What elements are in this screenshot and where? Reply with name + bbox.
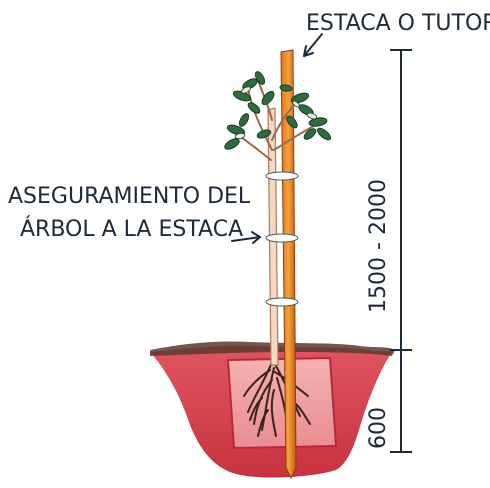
tree-roots [243, 361, 311, 437]
stake [280, 49, 297, 480]
tree-foliage-highlights [234, 86, 318, 140]
planting-pit [226, 356, 338, 450]
tie-label-line1: ASEGURAMIENTO DEL [8, 184, 251, 209]
tree-foliage [224, 71, 332, 150]
tie-label-line2: ÁRBOL A LA ESTACA [20, 216, 243, 242]
stake-label-arrow [303, 33, 323, 57]
tree-ties [265, 171, 299, 307]
dimension-line [390, 49, 412, 453]
stake-label: ESTACA O TUTOR [306, 11, 490, 36]
tie-label-arrow [231, 231, 261, 244]
dimension-below-ground: 600 [366, 407, 391, 449]
dimension-above-ground: 1500 - 2000 [366, 179, 391, 313]
